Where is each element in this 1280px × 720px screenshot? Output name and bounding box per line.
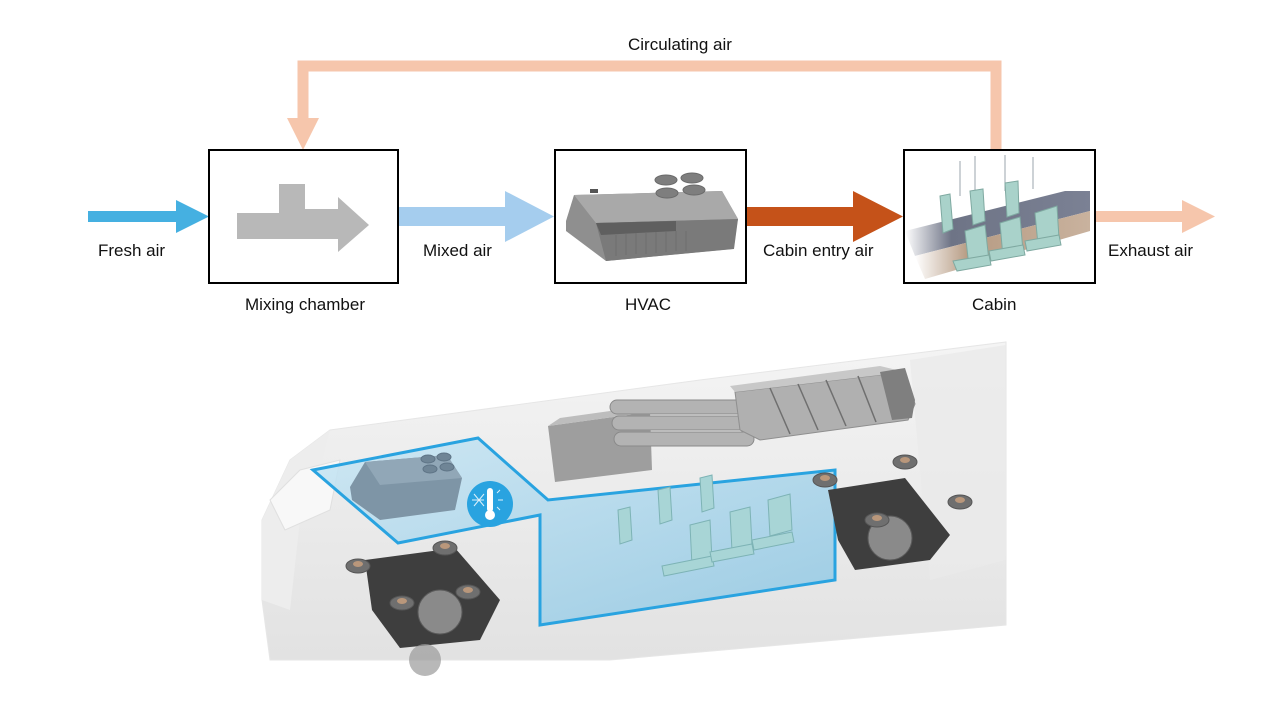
- thermometer-snowflake-sun-icon: [467, 481, 513, 527]
- mixed-air-arrow: [398, 191, 554, 242]
- hvac-unit-icon: [566, 172, 738, 261]
- mixing-chamber-node: [208, 149, 399, 284]
- cabin-entry-air-arrow: [746, 191, 903, 242]
- mixing-arrow-icon: [237, 184, 369, 252]
- flow-arrows-layer: [88, 60, 1215, 242]
- roof-hvac-unit: [350, 452, 462, 520]
- circulating-air-arrow: [287, 60, 1002, 150]
- roof-equipment: [548, 366, 916, 482]
- hvac-label: HVAC: [625, 295, 671, 314]
- hvac-node: [554, 149, 747, 284]
- fresh-air-label: Fresh air: [98, 241, 166, 260]
- cabin-seats: [617, 474, 795, 577]
- cabin-node: [903, 149, 1096, 284]
- cabin-seats-icon: [905, 155, 1090, 279]
- front-bogie: [345, 540, 500, 676]
- train-body: [261, 341, 1007, 661]
- circulating-air-label: Circulating air: [628, 35, 732, 54]
- cabin-label: Cabin: [972, 295, 1017, 314]
- mixed-air-label: Mixed air: [423, 241, 492, 260]
- exhaust-air-arrow: [1096, 200, 1215, 233]
- air-zone-highlight: [309, 436, 837, 627]
- rear-bogie: [812, 454, 973, 570]
- exhaust-air-label: Exhaust air: [1108, 241, 1194, 260]
- cabin-entry-air-label: Cabin entry air: [763, 241, 874, 260]
- fresh-air-arrow: [88, 200, 209, 233]
- mixing-chamber-label: Mixing chamber: [245, 295, 365, 314]
